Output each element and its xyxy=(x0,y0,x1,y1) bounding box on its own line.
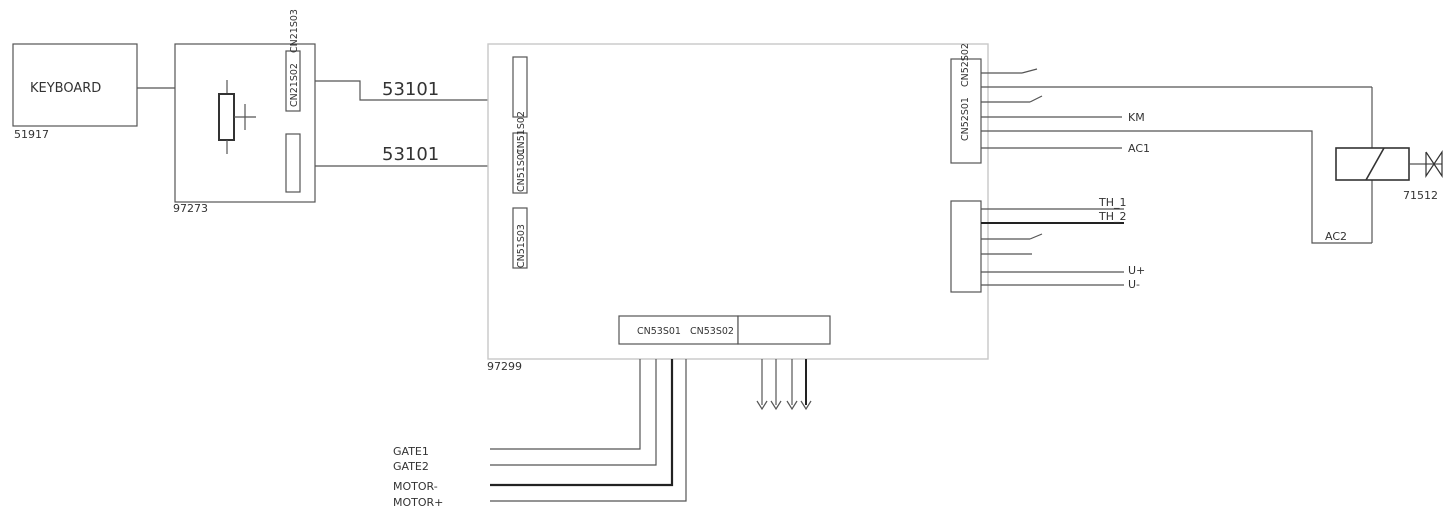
arrowhead-4 xyxy=(800,400,812,411)
connector-cn52s01-label: CN52S01 xyxy=(960,97,971,141)
connector-cn21s02 xyxy=(285,50,301,112)
signal-u-plus-label: U+ xyxy=(1128,264,1145,277)
connector-cn21s03 xyxy=(285,133,301,193)
signal-motor-minus-label: MOTOR- xyxy=(393,480,438,493)
wire-nc-1-cross xyxy=(1021,68,1038,74)
connector-cn21s03-label: CN21S03 xyxy=(289,9,300,53)
signal-th1-label: TH_1 xyxy=(1098,196,1127,209)
connector-cn21s02-label: CN21S02 xyxy=(289,63,300,107)
arrowhead-2 xyxy=(770,400,782,411)
wire-gate1 xyxy=(490,359,641,450)
signal-ac1-label: AC1 xyxy=(1128,142,1150,155)
main-board xyxy=(487,43,989,360)
valve-coil-diagonal xyxy=(1365,147,1385,181)
wire-ac2-path xyxy=(981,130,1372,244)
arrowhead-1 xyxy=(756,400,768,411)
pot-board-part-no: 97273 xyxy=(173,202,208,215)
valve-coil xyxy=(1335,147,1410,181)
signal-th2-label: TH_2 xyxy=(1098,210,1127,223)
wire-gate2 xyxy=(490,359,657,466)
connector-cn51s03-label: CN51S03 xyxy=(516,224,527,268)
main-board-part-no: 97299 xyxy=(487,360,522,373)
connector-cn51s02 xyxy=(512,132,528,194)
cable-53101-bottom-label: 53101 xyxy=(382,144,439,165)
cable-53101-top-label: 53101 xyxy=(382,79,439,100)
connector-right-lower xyxy=(950,200,982,293)
cable-53101-top xyxy=(315,80,488,101)
connector-cn51s03 xyxy=(512,207,528,269)
keyboard-label: KEYBOARD xyxy=(30,81,101,96)
signal-gate1-label: GATE1 xyxy=(393,445,429,458)
valve-body-icon xyxy=(1425,150,1443,178)
keyboard-part-no: 51917 xyxy=(14,128,49,141)
signal-km-label: KM xyxy=(1128,111,1145,124)
connector-cn53s02 xyxy=(737,315,831,345)
connector-cn51s01 xyxy=(512,56,528,118)
connector-cn52 xyxy=(950,58,982,164)
keyboard-block xyxy=(12,43,138,127)
connector-cn53s01-label: CN53S01 xyxy=(637,326,681,337)
connector-cn51s01-label: CN51S01 xyxy=(516,148,527,192)
arrowhead-3 xyxy=(786,400,798,411)
wire-nc-3-cross xyxy=(1029,233,1043,240)
signal-motor-plus-label: MOTOR+ xyxy=(393,496,443,509)
signal-ac2-label: AC2 xyxy=(1325,230,1347,243)
potentiometer-body xyxy=(218,93,235,141)
signal-gate2-label: GATE2 xyxy=(393,460,429,473)
connector-cn51s02-label: CN51S02 xyxy=(516,111,527,155)
wire-nc-2-cross xyxy=(1029,95,1043,103)
connector-cn52s02-label: CN52S02 xyxy=(960,43,971,87)
connector-cn53s02-label: CN53S02 xyxy=(690,326,734,337)
signal-u-minus-label: U- xyxy=(1128,278,1140,291)
wire-motor-minus xyxy=(490,359,674,487)
wire-motor-plus xyxy=(490,359,687,502)
valve-part-no: 71512 xyxy=(1403,189,1438,202)
